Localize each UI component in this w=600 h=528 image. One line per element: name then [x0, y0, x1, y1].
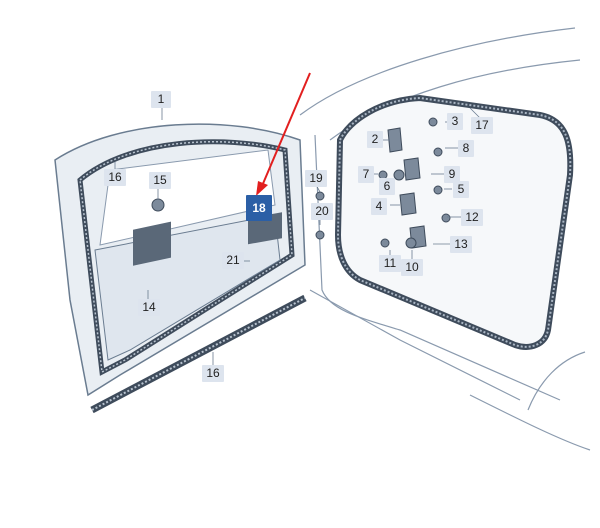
callout-3: 3 — [447, 113, 463, 130]
callout-14: 14 — [138, 299, 160, 316]
callout-8: 8 — [458, 140, 474, 157]
callout-18-highlighted[interactable]: 18 — [246, 195, 272, 221]
door — [54, 123, 306, 397]
callout-20: 20 — [311, 203, 333, 220]
callout-9: 9 — [444, 166, 460, 183]
callout-19: 19 — [305, 170, 327, 187]
callout-4: 4 — [371, 198, 387, 215]
callout-16-bottom: 16 — [202, 365, 224, 382]
callout-2: 2 — [367, 131, 383, 148]
callout-17: 17 — [471, 117, 493, 134]
callout-6: 6 — [379, 178, 395, 195]
callout-1: 1 — [151, 91, 171, 108]
callout-21: 21 — [222, 252, 244, 269]
door-opening-seal — [334, 94, 574, 350]
callout-11: 11 — [379, 255, 401, 272]
callout-15: 15 — [149, 172, 171, 189]
callout-10: 10 — [401, 259, 423, 276]
callout-7: 7 — [358, 166, 374, 183]
callout-12: 12 — [461, 209, 483, 226]
callout-5: 5 — [453, 181, 469, 198]
bottom-seal-strip — [90, 294, 307, 414]
callout-13: 13 — [450, 236, 472, 253]
hinge-parts — [151, 117, 451, 249]
highlight-arrow — [256, 72, 311, 196]
callout-16-top: 16 — [104, 169, 126, 186]
